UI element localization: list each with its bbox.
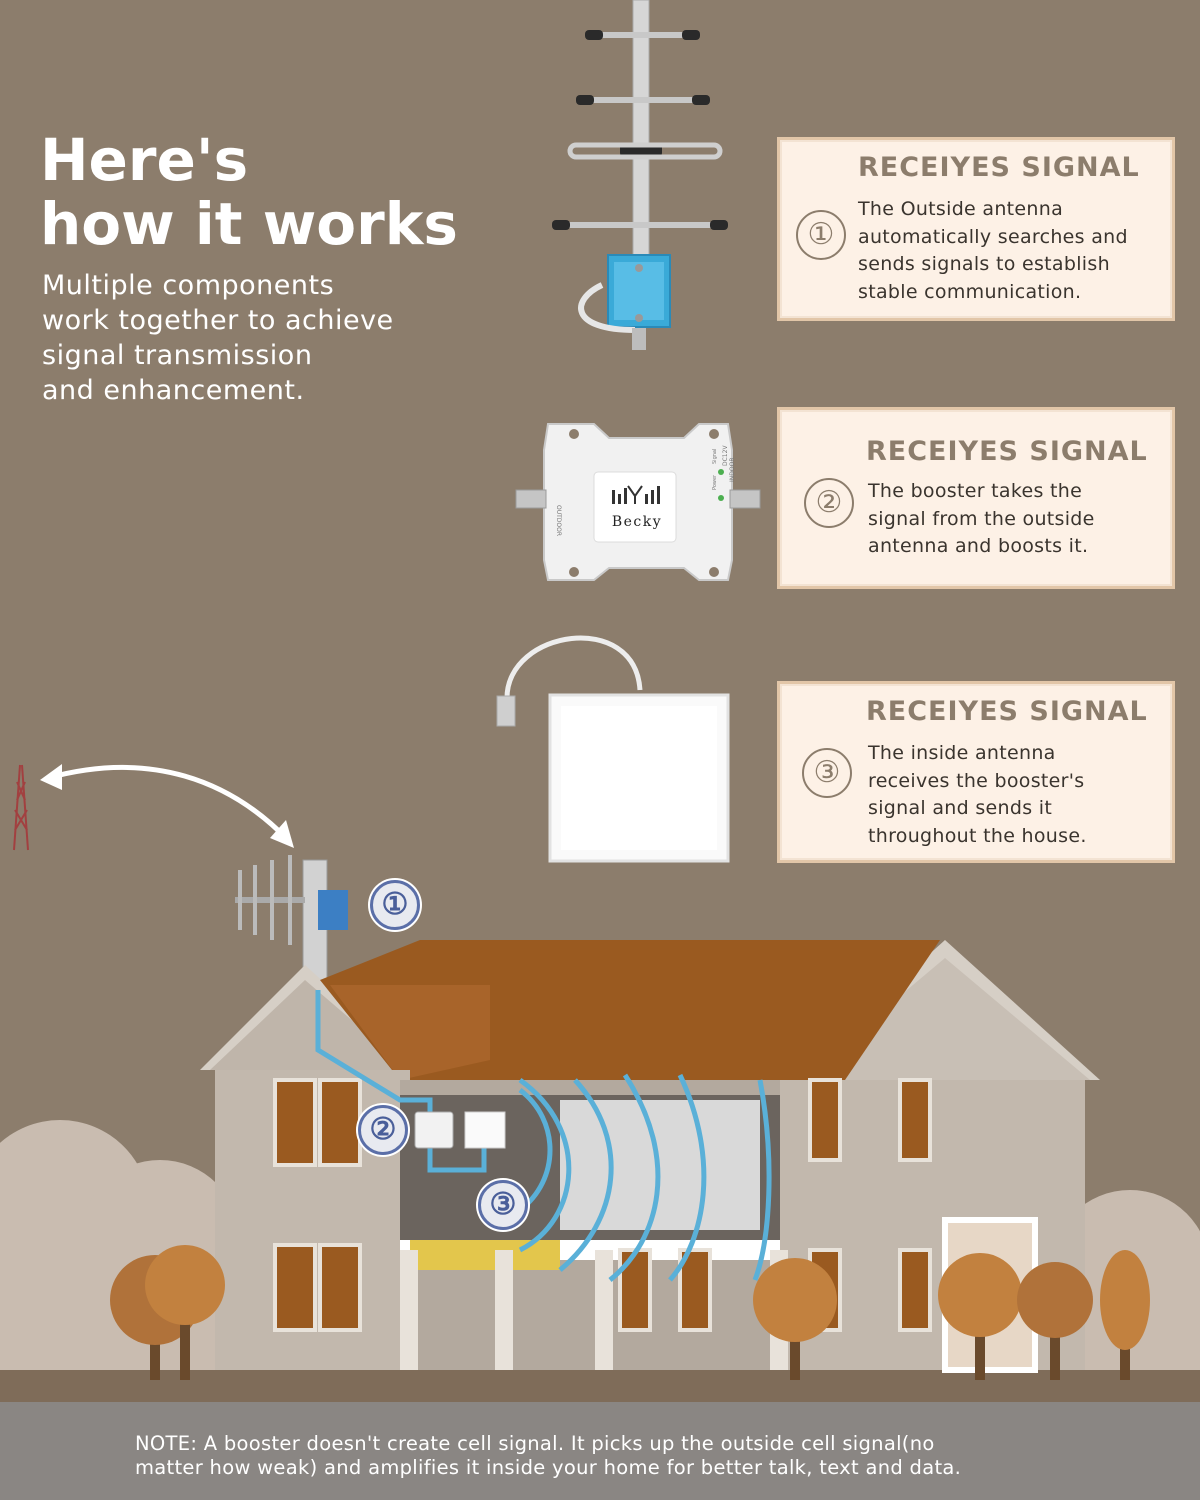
subheadline-line: work together to achieve [42, 305, 394, 336]
step-number: ② [804, 478, 854, 528]
house-badge-1: ① [370, 880, 420, 930]
step-number: ③ [802, 748, 852, 798]
step-card-1: RECEIYES SIGNAL ① The Outside antenna au… [777, 137, 1175, 321]
headline-line-1: Here's [40, 126, 249, 194]
subheadline: Multiple components work together to ach… [42, 268, 482, 408]
step-card-3: RECEIYES SIGNAL ③ The inside antenna rec… [777, 681, 1175, 863]
step-line: receives the booster's [868, 769, 1085, 792]
house-scene-illustration [0, 764, 1200, 1402]
note-text: NOTE: A booster doesn't create cell sign… [135, 1432, 961, 1480]
yagi-antenna-icon [235, 855, 348, 991]
signal-wave-icon [518, 1073, 772, 1282]
step-title: RECEIYES SIGNAL [858, 152, 1140, 183]
house-badge-2: ② [358, 1105, 408, 1155]
signal-booster-icon: Becky OUTDOOR INDOOR Power Signal DC12V [514, 420, 774, 585]
step-description: The inside antenna receives the booster'… [868, 740, 1087, 850]
step-line: throughout the house. [868, 824, 1087, 847]
step-line: automatically searches and [858, 225, 1128, 248]
yagi-antenna-icon [552, 0, 728, 350]
booster-led-signal: Signal [712, 448, 718, 464]
booster-power-label: DC12V [722, 445, 729, 466]
booster-brand: Becky [611, 514, 663, 530]
step-line: signal from the outside [868, 507, 1095, 530]
step-title: RECEIYES SIGNAL [866, 696, 1148, 727]
step-description: The booster takes the signal from the ou… [868, 478, 1095, 561]
note-line: NOTE: A booster doesn't create cell sign… [135, 1432, 935, 1455]
booster-port-indoor: INDOOR [729, 457, 736, 483]
headline: Here's how it works [40, 128, 458, 256]
headline-line-2: how it works [40, 190, 458, 258]
note-line: matter how weak) and amplifies it inside… [135, 1456, 962, 1479]
step-line: sends signals to establish [858, 253, 1110, 275]
step-line: antenna and boosts it. [868, 535, 1089, 557]
step-number: ① [796, 210, 846, 260]
step-line: signal and sends it [868, 797, 1053, 819]
step-card-2: RECEIYES SIGNAL ② The booster takes the … [777, 407, 1175, 589]
subheadline-line: Multiple components [42, 270, 335, 301]
step-description: The Outside antenna automatically search… [858, 196, 1128, 306]
booster-led-power: Power [712, 474, 718, 490]
house-badge-3: ③ [478, 1180, 528, 1230]
subheadline-line: signal transmission [42, 340, 313, 371]
step-line: The inside antenna [868, 742, 1056, 764]
panel-antenna-icon [496, 635, 730, 863]
booster-port-outdoor: OUTDOOR [555, 505, 562, 537]
step-line: stable communication. [858, 280, 1082, 303]
step-title: RECEIYES SIGNAL [866, 436, 1148, 467]
step-line: The Outside antenna [858, 198, 1064, 220]
subheadline-line: and enhancement. [42, 375, 305, 406]
step-line: The booster takes the [868, 480, 1083, 502]
note-bar [0, 1402, 1200, 1500]
cell-tower-icon [13, 764, 29, 851]
